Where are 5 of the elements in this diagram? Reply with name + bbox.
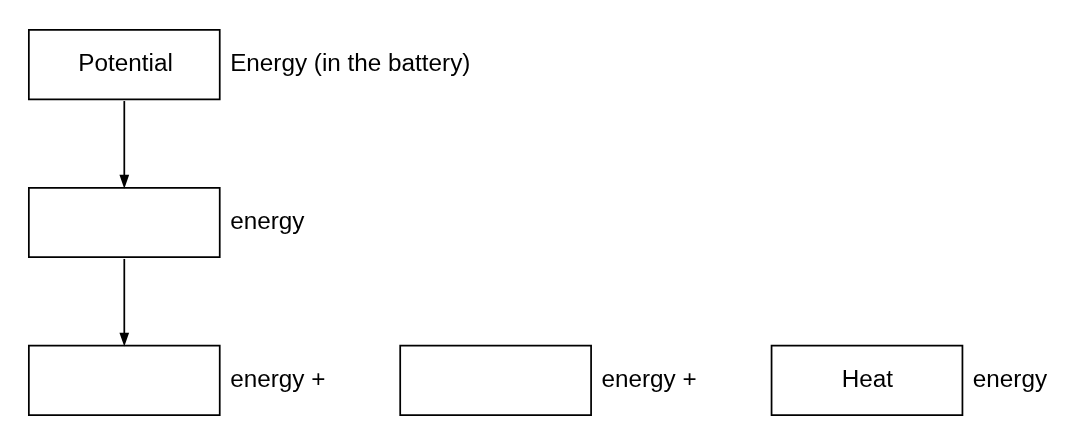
node-label: energy + bbox=[601, 364, 697, 392]
node-label: energy bbox=[230, 206, 305, 234]
node-label: Energy (in the battery) bbox=[230, 49, 471, 77]
node-label: energy + bbox=[230, 364, 326, 392]
node-label: energy bbox=[972, 364, 1048, 392]
